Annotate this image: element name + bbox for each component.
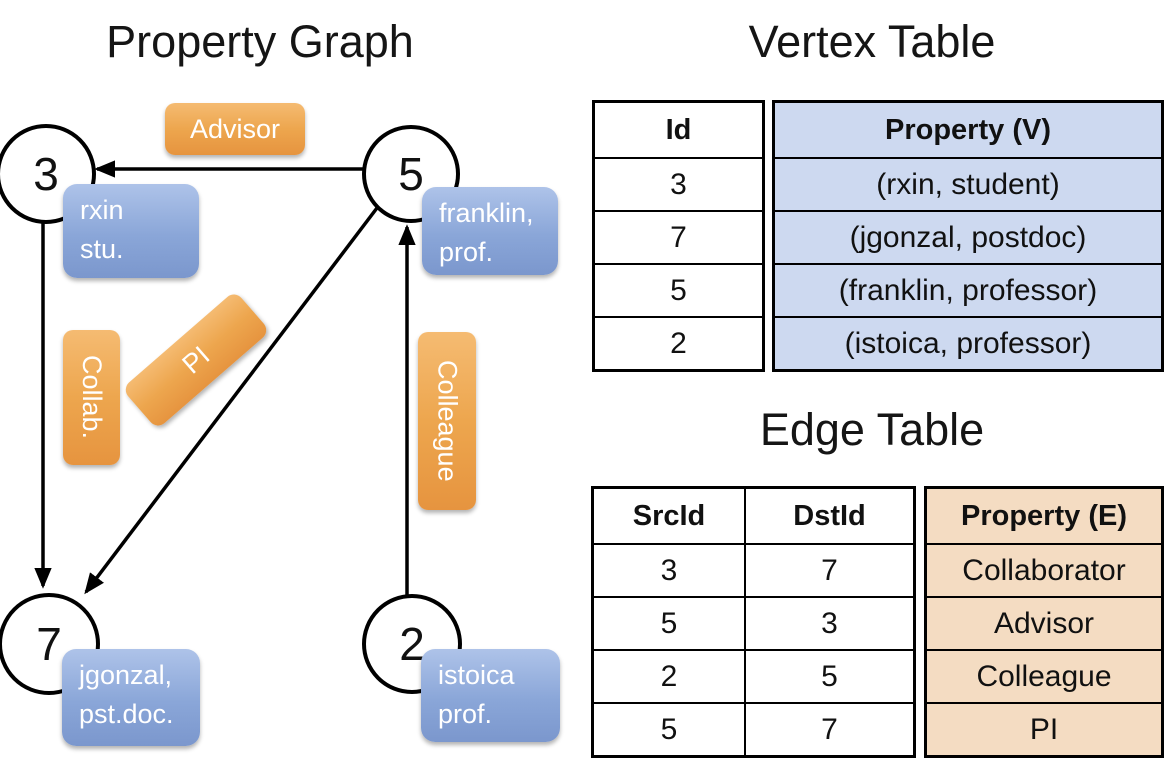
- vertex-table-title: Vertex Table: [748, 16, 996, 67]
- vertex-table-id-column: Id 3 7 5 2: [592, 100, 765, 372]
- vertex-box-jgonzal-line2: pst.doc.: [79, 699, 174, 729]
- edge-table-cell: 7: [744, 702, 913, 755]
- edge-label-collab: Collab.: [63, 330, 120, 465]
- vertex-table-cell: (franklin, professor): [775, 263, 1161, 316]
- edge-label-collab-text: Collab.: [77, 355, 107, 440]
- edge-pi-line: [84, 202, 382, 595]
- vertex-box-franklin: franklin, prof.: [422, 187, 558, 275]
- edge-table-cell: 3: [594, 543, 744, 596]
- vertex-table-cell: 7: [595, 210, 762, 263]
- edge-table-cell: Collaborator: [927, 543, 1161, 596]
- vertex-box-jgonzal: jgonzal, pst.doc.: [62, 649, 200, 746]
- vertex-box-istoica: istoica prof.: [421, 649, 560, 742]
- node-5-id: 5: [398, 148, 424, 200]
- vertex-box-franklin-line2: prof.: [439, 237, 494, 267]
- edge-table-cell: Colleague: [927, 649, 1161, 702]
- vertex-table-cell: 2: [595, 316, 762, 369]
- vertex-table-cell: (rxin, student): [775, 157, 1161, 210]
- vertex-table-cell: (jgonzal, postdoc): [775, 210, 1161, 263]
- vertex-table-property-column: Property (V) (rxin, student) (jgonzal, p…: [772, 100, 1164, 372]
- edge-label-advisor: Advisor: [165, 103, 305, 155]
- property-graph-title: Property Graph: [106, 16, 414, 67]
- vertex-box-jgonzal-line1: jgonzal,: [79, 660, 173, 690]
- edge-table-header-dstid: DstId: [744, 489, 913, 543]
- vertex-box-rxin: rxin stu.: [63, 184, 199, 278]
- graph-edges: [34, 160, 416, 596]
- edge-table-cell: 2: [594, 649, 744, 702]
- node-2-id: 2: [399, 618, 425, 670]
- vertex-table-cell: (istoica, professor): [775, 316, 1161, 369]
- vertex-box-rxin-line2: stu.: [80, 234, 124, 264]
- node-7-id: 7: [36, 618, 62, 670]
- vertex-table-header-id: Id: [665, 113, 692, 146]
- vertex-table-cell: 3: [595, 157, 762, 210]
- edge-table-header-property: Property (E): [927, 489, 1161, 543]
- edge-table-cell: 3: [744, 596, 913, 649]
- edge-table-cell: 7: [744, 543, 913, 596]
- edge-table-property-column: Property (E) Collaborator Advisor Collea…: [924, 486, 1164, 758]
- vertex-box-franklin-line1: franklin,: [439, 198, 534, 228]
- edge-label-colleague-text: Colleague: [432, 360, 463, 482]
- vertex-table-header-property: Property (V): [775, 103, 1161, 157]
- vertex-box-rxin-line1: rxin: [80, 195, 124, 225]
- edge-table-cell: 5: [594, 596, 744, 649]
- vertex-box-istoica-line1: istoica: [438, 660, 515, 690]
- edge-table-cell: Advisor: [927, 596, 1161, 649]
- node-3-id: 3: [33, 148, 59, 200]
- edge-table-title: Edge Table: [759, 404, 985, 455]
- edge-table-id-columns: SrcId DstId 3 7 5 3 2 5 5 7: [591, 486, 916, 758]
- edge-label-colleague: Colleague: [418, 332, 476, 510]
- edge-table-cell: 5: [594, 702, 744, 755]
- edge-table-header-srcid: SrcId: [632, 499, 706, 532]
- edge-table-cell: 5: [744, 649, 913, 702]
- vertex-table-cell: 5: [595, 263, 762, 316]
- edge-table-cell: PI: [927, 702, 1161, 755]
- vertex-box-istoica-line2: prof.: [438, 699, 493, 729]
